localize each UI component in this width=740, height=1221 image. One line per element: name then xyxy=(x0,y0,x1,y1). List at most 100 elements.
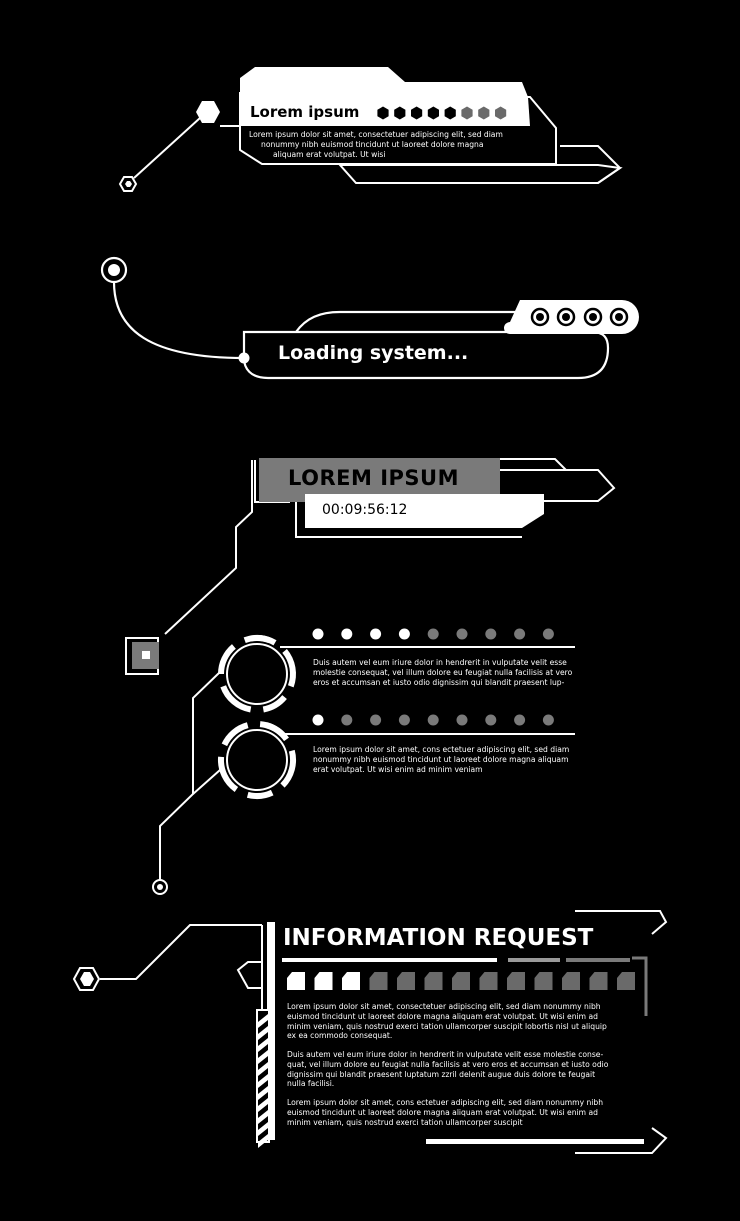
info-progress-blocks xyxy=(287,972,635,990)
title-box-heading: Lorem ipsum xyxy=(250,103,360,121)
ring-inner xyxy=(226,729,288,791)
loading-label: Loading system... xyxy=(278,342,469,364)
hatch-stripe xyxy=(258,1038,268,1052)
info-connector xyxy=(100,924,262,980)
progress-ring-2 xyxy=(218,721,297,799)
status-dot xyxy=(312,628,324,640)
back-frame-tip xyxy=(560,145,622,184)
info-paragraph-3: Lorem ipsum dolor sit amet, cons ectetue… xyxy=(287,1098,604,1127)
info-title: INFORMATION REQUEST xyxy=(283,925,594,951)
loading-outer-frame xyxy=(242,330,610,380)
hatch-stripe xyxy=(258,1086,268,1100)
info-progress-block xyxy=(452,972,470,990)
hex-level-cell xyxy=(495,106,507,120)
info-progress-block xyxy=(287,972,305,990)
hatch-stripe xyxy=(258,1098,268,1112)
title-box-widget xyxy=(133,92,623,184)
hex-level-cell xyxy=(427,106,439,120)
timer-value: 00:09:56:12 xyxy=(322,502,408,518)
ring-inner xyxy=(226,643,288,705)
info-progress-block xyxy=(369,972,388,990)
status-dots-1 xyxy=(312,628,554,640)
status-dot xyxy=(485,714,497,726)
status-dot xyxy=(398,714,410,726)
hexagon-node-large xyxy=(196,101,220,123)
ring-segment xyxy=(280,749,297,788)
hexagon-node-small xyxy=(118,176,138,192)
ring-segment xyxy=(259,721,285,737)
hex-level-cell xyxy=(411,106,423,120)
title-box-frame xyxy=(239,92,557,165)
hex-level-cell xyxy=(394,106,406,120)
loading-widget xyxy=(100,256,610,380)
status-dot xyxy=(485,628,497,640)
info-paragraph-2: Duis autem vel eum iriure dolor in hendr… xyxy=(287,1050,609,1089)
hatch-stripe xyxy=(258,1062,268,1076)
info-progress-block xyxy=(562,972,580,990)
status-dot xyxy=(341,628,353,640)
info-progress-block xyxy=(397,972,415,990)
info-progress-block xyxy=(589,972,608,990)
timer-value-bar xyxy=(305,494,544,528)
hex-level-cell xyxy=(461,106,473,120)
loading-top-arc xyxy=(295,310,528,333)
status-dot xyxy=(427,714,439,726)
ring-segment xyxy=(262,695,287,713)
timer-lower-frame xyxy=(295,502,522,538)
timer-connector xyxy=(164,460,253,635)
rings-paragraph-2: Lorem ipsum dolor sit amet, cons ectetue… xyxy=(313,745,570,774)
status-dot xyxy=(427,628,439,640)
rings-widget xyxy=(152,646,575,895)
status-dot xyxy=(514,714,526,726)
status-dot xyxy=(312,714,324,726)
info-bottom-frame xyxy=(575,1127,668,1154)
ring-segment xyxy=(218,756,239,792)
hatch-stripe xyxy=(258,1050,268,1064)
hatch-stripe xyxy=(258,1134,268,1148)
loading-node-dot xyxy=(108,264,120,276)
title-box-body: Lorem ipsum dolor sit amet, consectetuer… xyxy=(249,130,503,159)
info-top-right-frame xyxy=(575,910,668,935)
back-frame xyxy=(337,164,623,184)
info-progress-block xyxy=(507,972,525,990)
hatch-stripe xyxy=(258,1122,268,1136)
status-dot xyxy=(398,628,410,640)
ring-segment xyxy=(246,789,274,799)
timer-right-frame xyxy=(500,458,616,502)
info-paragraph-1: Lorem ipsum dolor sit amet, consectetuer… xyxy=(287,1002,607,1041)
status-dot xyxy=(341,714,353,726)
status-dot xyxy=(456,714,468,726)
status-dot xyxy=(370,628,382,640)
end-node-ring xyxy=(152,879,168,895)
info-progress-block xyxy=(534,972,553,990)
timer-heading: LOREM IPSUM xyxy=(288,466,459,490)
hatch-stripe xyxy=(258,1026,268,1040)
hatch-stripe xyxy=(258,1074,268,1088)
loading-dots xyxy=(530,307,629,327)
progress-ring-1 xyxy=(218,635,296,713)
rings-connector xyxy=(159,671,221,880)
ring-segment xyxy=(221,722,249,747)
status-dot xyxy=(542,714,554,726)
hexagon-node-info xyxy=(72,967,101,991)
ring-segment xyxy=(243,635,271,644)
status-dots-2 xyxy=(312,714,554,726)
loading-connector xyxy=(112,281,245,360)
status-dot xyxy=(542,628,554,640)
status-dot xyxy=(514,628,526,640)
status-dot xyxy=(456,628,468,640)
loading-junction-dot xyxy=(238,352,250,364)
status-dot xyxy=(370,714,382,726)
info-progress-block xyxy=(617,972,635,990)
ring-segment xyxy=(282,648,296,688)
info-progress-block xyxy=(424,972,443,990)
info-bottom-bar xyxy=(426,1139,644,1144)
ring-segment xyxy=(218,644,236,675)
hatch-stripe xyxy=(258,1110,268,1124)
hex-level-indicator xyxy=(377,106,507,120)
rings-paragraph-1: Duis autem vel eum iriure dolor in hendr… xyxy=(313,658,573,687)
info-progress-block xyxy=(342,972,360,990)
info-title-underline xyxy=(282,958,497,962)
connector-line xyxy=(133,117,201,179)
